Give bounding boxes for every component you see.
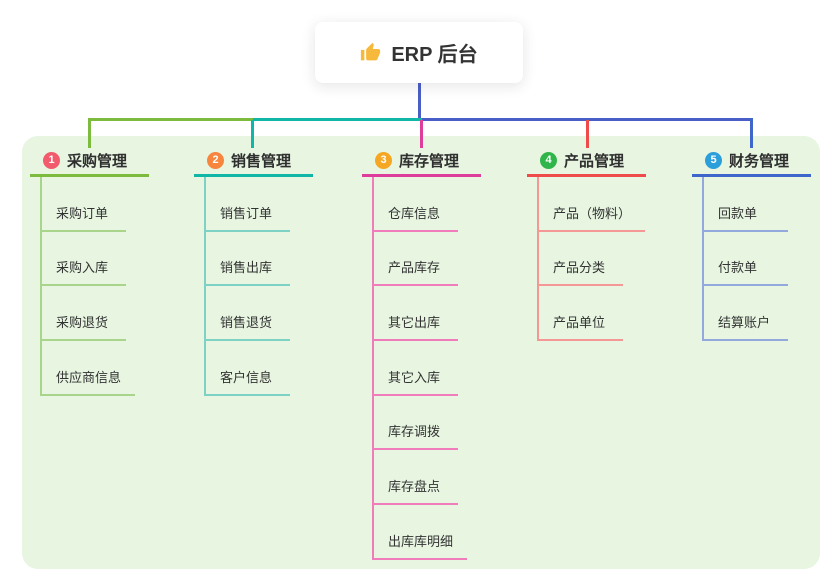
branch-sales: 2 销售管理 销售订单 销售出库 销售退货 客户信息 [194,147,313,396]
branch-title: 销售管理 [231,153,292,170]
branch-header[interactable]: 4 产品管理 [527,147,646,177]
branch-header[interactable]: 2 销售管理 [194,147,313,177]
branch-children: 回款单 付款单 结算账户 [702,177,788,342]
child-node[interactable]: 其它出库 [374,286,458,342]
child-node[interactable]: 客户信息 [206,341,290,396]
branch-purchase: 1 采购管理 采购订单 采购入库 采购退货 供应商信息 [30,147,149,396]
branch-product: 4 产品管理 产品（物料） 产品分类 产品单位 [527,147,646,342]
branch-number-badge: 1 [43,152,60,169]
branch-header[interactable]: 3 库存管理 [362,147,481,177]
child-node[interactable]: 付款单 [704,232,788,287]
child-node[interactable]: 出库库明细 [374,505,468,560]
connector-bus-segment [422,118,753,121]
child-node[interactable]: 采购订单 [42,177,126,232]
child-node[interactable]: 采购退货 [42,286,126,342]
branch-title: 产品管理 [564,153,625,170]
child-node[interactable]: 回款单 [704,177,788,232]
branch-children: 仓库信息 产品库存 其它出库 其它入库 库存调拨 库存盘点 出库库明细 [372,177,468,560]
connector-drop [88,118,91,148]
branch-inventory: 3 库存管理 仓库信息 产品库存 其它出库 其它入库 库存调拨 库存盘点 出库库… [362,147,481,560]
connector-bus-segment [253,118,422,121]
child-node[interactable]: 产品分类 [539,232,623,287]
root-title: ERP 后台 [391,44,478,66]
child-node[interactable]: 采购入库 [42,232,126,287]
branch-children: 销售订单 销售出库 销售退货 客户信息 [204,177,290,396]
child-node[interactable]: 供应商信息 [42,341,136,396]
branch-title: 采购管理 [67,153,128,170]
child-node[interactable]: 库存调拨 [374,396,458,451]
branch-title: 财务管理 [729,153,790,170]
branch-children: 采购订单 采购入库 采购退货 供应商信息 [40,177,136,396]
branch-number-badge: 2 [207,152,224,169]
branch-finance: 5 财务管理 回款单 付款单 结算账户 [692,147,811,342]
child-node[interactable]: 仓库信息 [374,177,458,232]
connector-root-stem [418,83,421,121]
child-node[interactable]: 产品单位 [539,286,623,342]
mindmap-panel [22,136,820,569]
branch-number-badge: 5 [705,152,722,169]
branch-header[interactable]: 1 采购管理 [30,147,149,177]
child-node[interactable]: 库存盘点 [374,450,458,506]
branch-number-badge: 4 [540,152,557,169]
child-node[interactable]: 其它入库 [374,341,458,396]
root-node[interactable]: ERP 后台 [315,22,523,83]
branch-number-badge: 3 [375,152,392,169]
connector-drop [586,120,589,148]
connector-drop [420,120,423,148]
branch-header[interactable]: 5 财务管理 [692,147,811,177]
branch-children: 产品（物料） 产品分类 产品单位 [537,177,646,342]
child-node[interactable]: 销售退货 [206,286,290,342]
child-node[interactable]: 销售出库 [206,232,290,287]
connector-drop [251,120,254,148]
branch-title: 库存管理 [399,153,460,170]
child-node[interactable]: 结算账户 [704,286,788,342]
thumbs-up-icon [360,42,381,63]
connector-bus-segment [88,118,253,121]
child-node[interactable]: 销售订单 [206,177,290,232]
child-node[interactable]: 产品（物料） [539,177,646,232]
connector-drop [750,118,753,148]
child-node[interactable]: 产品库存 [374,232,458,287]
